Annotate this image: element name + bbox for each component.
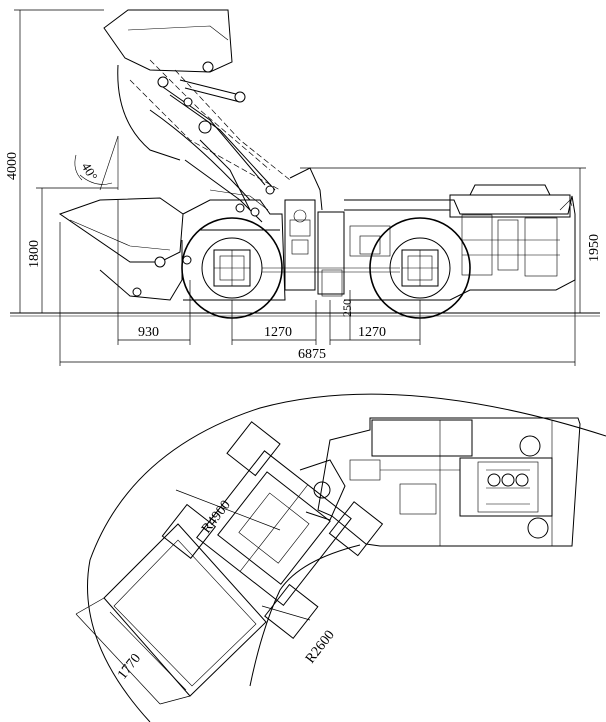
dump-height-label: 1800 — [27, 240, 42, 268]
raised-bucket — [103, 9, 291, 191]
inner-turning-arc — [249, 544, 361, 687]
cab-height-label: 1950 — [587, 234, 602, 262]
front-axle-offset-label: 1270 — [264, 325, 292, 340]
bucket-reach-label: 930 — [138, 325, 159, 340]
pivot-icon — [182, 255, 192, 265]
length-dimensions: 930 1270 1270 250 6875 — [59, 200, 576, 366]
rear-axle-offset-label: 1270 — [358, 325, 386, 340]
pivot-icon — [132, 287, 142, 297]
front-frame — [182, 189, 286, 301]
front-frame-top — [161, 421, 384, 639]
height-dimensions: 4000 1800 1950 — [5, 9, 602, 313]
pivot-icon — [234, 91, 246, 103]
bucket-width-label: 1770 — [115, 651, 144, 682]
inner-radius-label: R2600 — [303, 628, 338, 667]
pivot-icon — [157, 76, 169, 88]
dump-angle-indicator: 40° — [74, 135, 119, 191]
lift-arm-linkage — [149, 61, 276, 223]
pivot-icon — [265, 185, 275, 195]
lowered-bucket — [58, 197, 192, 301]
pivot-icon — [183, 97, 193, 107]
plan-view: R4900 R2600 1770 — [75, 393, 606, 722]
side-view: 40° — [5, 9, 602, 366]
pivot-icon — [154, 256, 166, 268]
pivot-icon — [198, 120, 212, 134]
rear-frame-top — [317, 417, 581, 547]
driveline — [262, 167, 400, 297]
bucket-top — [103, 523, 267, 697]
outer-turning-arc — [87, 393, 606, 722]
ground-clearance-label: 250 — [340, 299, 354, 317]
pivot-icon — [202, 61, 214, 73]
articulation-joint — [299, 459, 346, 521]
rear-chassis — [344, 184, 576, 301]
outer-radius-label: R4900 — [199, 498, 234, 537]
overall-height-label: 4000 — [5, 152, 20, 180]
overall-length-label: 6875 — [298, 347, 326, 362]
